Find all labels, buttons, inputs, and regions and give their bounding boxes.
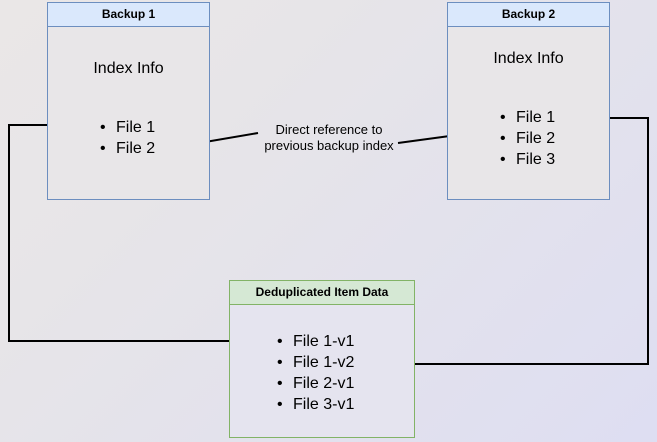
list-item: File 2 bbox=[100, 138, 155, 159]
list-item: File 1 bbox=[500, 107, 555, 128]
node-backup1[interactable]: Backup 1 Index Info File 1 File 2 bbox=[47, 2, 210, 200]
node-backup2-file-list: File 1 File 2 File 3 bbox=[500, 107, 555, 170]
list-item: File 3 bbox=[500, 149, 555, 170]
node-backup1-index-info: Index Info bbox=[93, 60, 164, 77]
list-item: File 1-v2 bbox=[277, 352, 354, 373]
node-backup2-header: Backup 2 bbox=[448, 3, 609, 27]
list-item: File 1-v1 bbox=[277, 331, 354, 352]
list-item: File 1 bbox=[100, 117, 155, 138]
node-dedup-header: Deduplicated Item Data bbox=[230, 281, 414, 305]
node-backup1-header: Backup 1 bbox=[48, 3, 209, 27]
list-item: File 3-v1 bbox=[277, 394, 354, 415]
list-item: File 2 bbox=[500, 128, 555, 149]
node-backup2-index-info: Index Info bbox=[493, 50, 564, 67]
list-item: File 2-v1 bbox=[277, 373, 354, 394]
node-dedup-file-list: File 1-v1 File 1-v2 File 2-v1 File 3-v1 bbox=[277, 331, 354, 415]
edge-label-direct-reference: Direct reference to previous backup inde… bbox=[264, 122, 394, 153]
node-deduplicated-item-data[interactable]: Deduplicated Item Data File 1-v1 File 1-… bbox=[229, 280, 415, 438]
node-backup2[interactable]: Backup 2 Index Info File 1 File 2 File 3 bbox=[447, 2, 610, 200]
node-backup1-file-list: File 1 File 2 bbox=[100, 117, 155, 159]
